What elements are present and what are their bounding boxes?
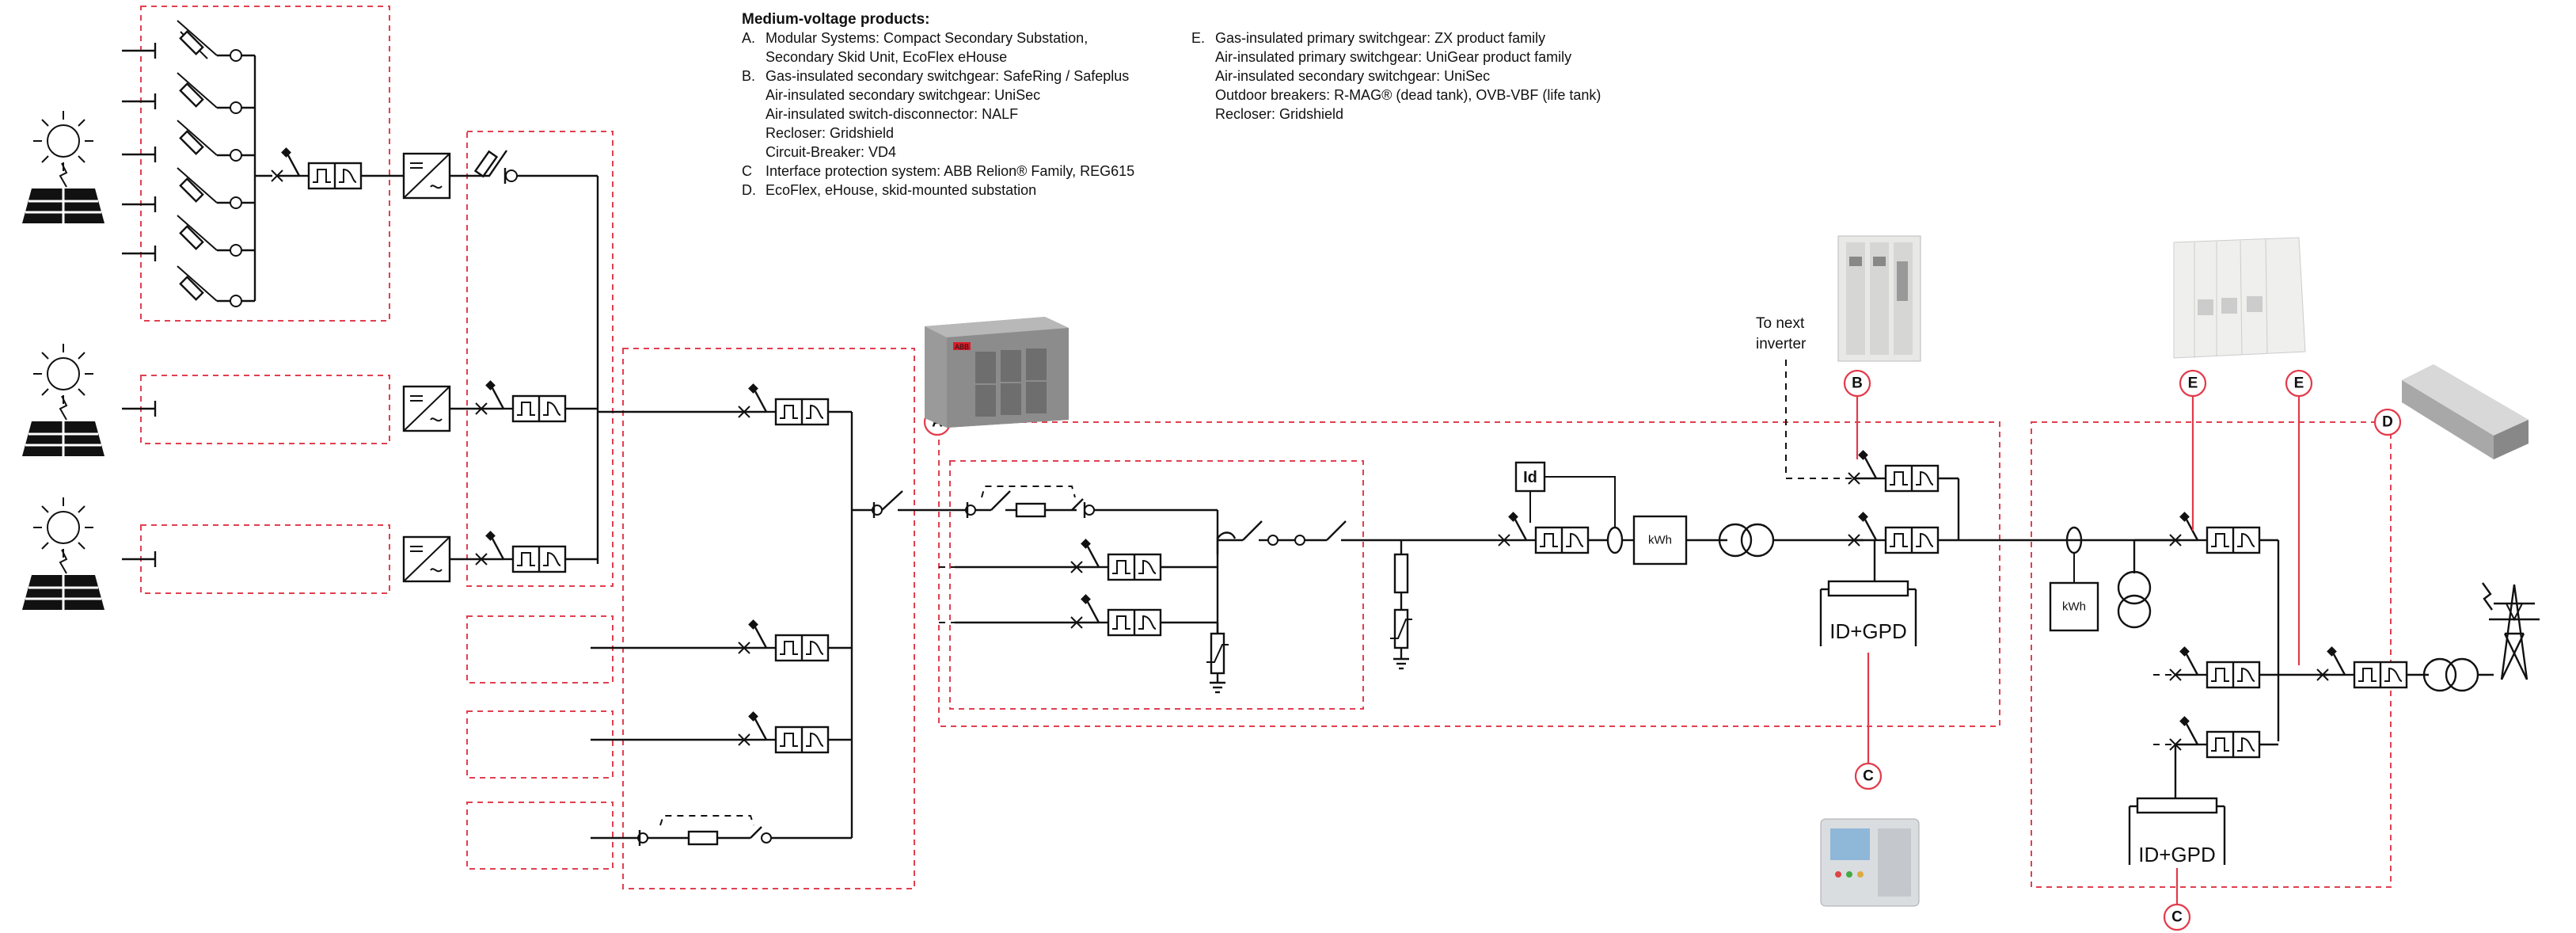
transformer-icon	[2117, 570, 2152, 629]
transformer-icon	[1718, 523, 1775, 558]
circuit-breaker-icon	[2168, 645, 2261, 689]
string-combiner	[122, 20, 272, 307]
id-gpd-label: ID+GPD	[1829, 619, 1907, 643]
string-switch-fuse-icon	[177, 20, 242, 307]
surge-arrester-icon	[1206, 623, 1229, 694]
product-callouts: A B C D E E C	[923, 369, 2402, 931]
id-relay-label: Id	[1523, 469, 1537, 486]
kwh-meter	[2049, 581, 2099, 632]
circuit-breaker-icon	[2168, 510, 2261, 554]
kwh-meter-label-2: kWh	[2062, 600, 2086, 614]
legend-column-1: A. Modular Systems: Compact Secondary Sub…	[742, 30, 1134, 198]
inverter-icon	[402, 152, 451, 200]
badge-d	[2373, 408, 2402, 436]
legend-letter: D.	[742, 182, 756, 198]
legend-title: Medium-voltage products:	[742, 11, 930, 28]
protection-relay-icon	[1820, 818, 1920, 907]
id-gpd-label-2: ID+GPD	[2138, 843, 2216, 866]
legend-item: Outdoor breakers: R-MAG® (dead tank), OV…	[1215, 87, 1601, 103]
circuit-breaker-icon	[2168, 714, 2261, 759]
pv-string-fuse-icon	[122, 43, 157, 261]
transmission-tower-icon	[2482, 582, 2540, 680]
legend-item: Air-insulated switch-disconnector: NALF	[766, 106, 1018, 122]
id-relay-box	[1514, 461, 1546, 493]
legend-item: EcoFlex, eHouse, skid-mounted substation	[766, 182, 1036, 198]
badge-e-label: E	[2188, 375, 2198, 392]
legend-item: Recloser: Gridshield	[1215, 106, 1343, 122]
badge-e-2	[2285, 369, 2313, 398]
inverter-icon	[402, 535, 451, 583]
container-substation-icon: ABB	[925, 317, 1069, 428]
transformer-icon	[2422, 657, 2479, 692]
legend-item: Secondary Skid Unit, EcoFlex eHouse	[766, 49, 1007, 65]
legend-item: Air-insulated secondary switchgear: UniS…	[766, 87, 1040, 103]
switchgear-photo-icon	[2173, 237, 2306, 359]
kwh-meter-label: kWh	[1648, 534, 1672, 547]
container-logo: ABB	[955, 343, 969, 351]
legend: Medium-voltage products: A. Modular Syste…	[742, 11, 1601, 198]
circuit-breaker-icon	[270, 146, 363, 190]
to-next-inverter-label: To next	[1756, 315, 1805, 332]
switchgear-photo-icon	[1837, 235, 1921, 362]
badge-b-label: B	[1852, 375, 1863, 392]
badge-c-2-label: C	[2171, 909, 2183, 926]
circuit-breaker-icon	[1070, 592, 1162, 637]
circuit-breaker-icon	[1847, 448, 1940, 493]
circuit-breaker-icon	[737, 710, 830, 754]
protection-zones	[140, 6, 2392, 889]
badge-e	[2179, 369, 2207, 398]
container-substation-icon	[2402, 364, 2529, 459]
badge-c-label: C	[1863, 768, 1874, 785]
to-next-inverter-label-2: inverter	[1756, 336, 1807, 352]
legend-letter: B.	[742, 68, 755, 84]
legend-item: Air-insulated secondary switchgear: UniS…	[1215, 68, 1490, 84]
badge-e-2-label: E	[2294, 375, 2304, 392]
legend-letter: E.	[1191, 30, 1205, 46]
legend-letter: A.	[742, 30, 755, 46]
badge-c	[1854, 762, 1883, 790]
badge-b	[1843, 369, 1871, 398]
badge-c-2	[2163, 903, 2191, 931]
fuse-icon	[473, 150, 598, 184]
legend-item: Gas-insulated primary switchgear: ZX pro…	[1215, 30, 1545, 46]
circuit-breaker-icon	[474, 529, 567, 573]
legend-column-2: E. Gas-insulated primary switchgear: ZX p…	[1191, 30, 1601, 122]
legend-item: Gas-insulated secondary switchgear: Safe…	[766, 68, 1129, 84]
circuit-breaker-icon	[2316, 645, 2408, 689]
legend-item: Modular Systems: Compact Secondary Subst…	[766, 30, 1088, 46]
circuit-breaker-icon	[1847, 510, 1940, 554]
legend-letter: C	[742, 163, 752, 179]
circuit-breaker-icon	[737, 382, 830, 426]
inverter-icon	[402, 385, 451, 432]
legend-item: Air-insulated primary switchgear: UniGea…	[1215, 49, 1571, 65]
circuit-breaker-icon	[1070, 537, 1162, 581]
legend-item: Interface protection system: ABB Relion®…	[766, 163, 1134, 179]
circuit-breaker-icon	[474, 379, 567, 423]
badge-d-label: D	[2382, 414, 2393, 431]
circuit-breaker-icon	[1497, 510, 1590, 554]
legend-item: Recloser: Gridshield	[766, 125, 894, 141]
solar-panel-icon	[21, 109, 106, 611]
circuit-breaker-icon	[737, 618, 830, 662]
legend-item: Circuit-Breaker: VD4	[766, 144, 896, 160]
current-transformer-icon	[1606, 526, 1624, 554]
